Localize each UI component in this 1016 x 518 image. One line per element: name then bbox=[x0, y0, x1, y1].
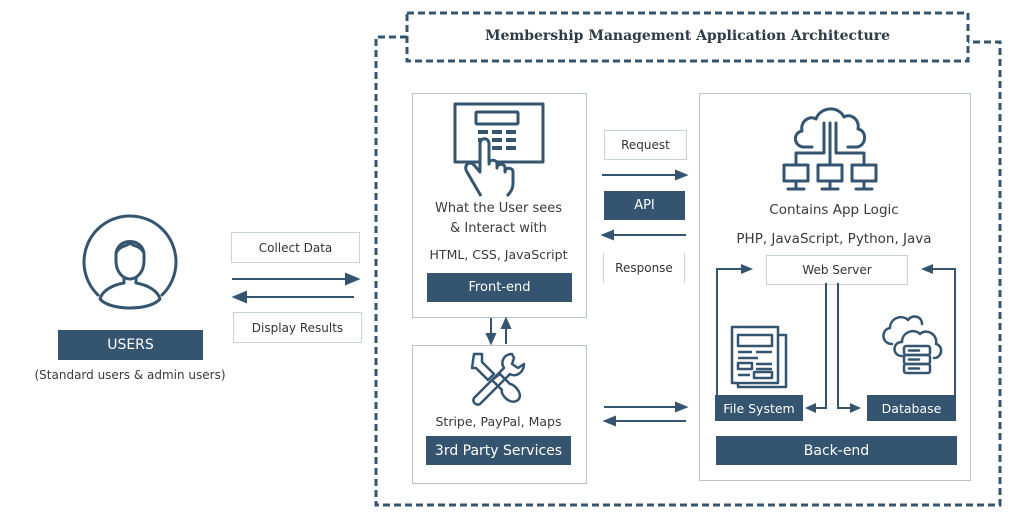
cloud-network-icon bbox=[782, 107, 878, 191]
user-flow-arrows bbox=[231, 272, 361, 304]
database-label: Database bbox=[867, 395, 956, 421]
file-system-label: File System bbox=[715, 395, 803, 421]
response-label: Response bbox=[603, 253, 685, 283]
third-party-label: 3rd Party Services bbox=[426, 436, 571, 465]
touch-keypad-icon bbox=[453, 102, 545, 198]
user-circle-icon bbox=[82, 214, 178, 310]
frontend-line2: & Interact with bbox=[450, 221, 547, 236]
display-results-label: Display Results bbox=[233, 312, 362, 343]
newspaper-document-icon bbox=[730, 325, 788, 389]
request-label: Request bbox=[604, 130, 687, 160]
third-party-tech: Stripe, PayPal, Maps bbox=[435, 414, 562, 429]
users-label: USERS bbox=[58, 330, 203, 360]
backend-connectors bbox=[716, 264, 956, 413]
api-arrows bbox=[600, 169, 689, 241]
api-label: API bbox=[604, 191, 685, 220]
backend-tech: PHP, JavaScript, Python, Java bbox=[736, 231, 932, 247]
frontend-tech: HTML, CSS, JavaScript bbox=[429, 247, 568, 262]
diagram-title: Membership Management Application Archit… bbox=[484, 28, 891, 44]
frontend-thirdparty-arrows bbox=[485, 316, 512, 346]
tools-icon bbox=[470, 352, 526, 406]
frontend-label: Front-end bbox=[427, 273, 572, 302]
collect-data-label: Collect Data bbox=[231, 232, 360, 263]
cloud-database-icon bbox=[882, 315, 943, 375]
thirdparty-backend-arrows bbox=[602, 401, 689, 427]
web-server-label: Web Server bbox=[766, 255, 908, 285]
backend-label: Back-end bbox=[716, 436, 957, 465]
frontend-line1: What the User sees bbox=[434, 201, 563, 216]
users-caption: (Standard users & admin users) bbox=[34, 368, 226, 382]
backend-line1: Contains App Logic bbox=[769, 202, 899, 218]
